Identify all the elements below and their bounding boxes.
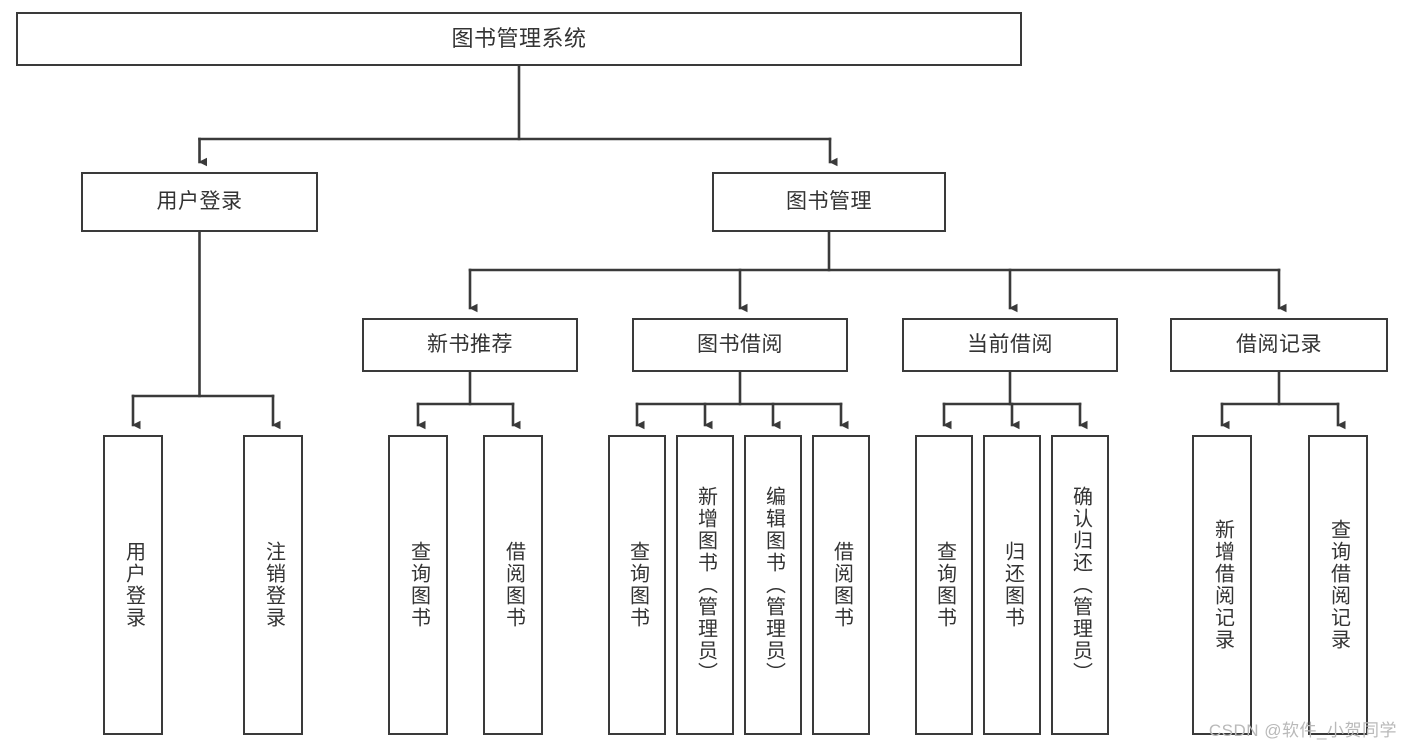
node-label: 查询图书 xyxy=(407,541,430,629)
node-label: 借阅图书 xyxy=(502,541,525,629)
node-label: 新增借阅记录 xyxy=(1211,519,1234,651)
leaf-confirm-return-admin[interactable]: 确认归还（管理员） xyxy=(1051,435,1109,735)
leaf-query-book-3[interactable]: 查询图书 xyxy=(915,435,973,735)
node-label: 借阅记录 xyxy=(1236,332,1322,356)
node-label: 查询借阅记录 xyxy=(1327,519,1350,651)
leaf-query-book-1[interactable]: 查询图书 xyxy=(388,435,448,735)
leaf-edit-book-admin[interactable]: 编辑图书（管理员） xyxy=(744,435,802,735)
node-label: 新增图书（管理员） xyxy=(694,486,717,684)
node-label: 借阅图书 xyxy=(830,541,853,629)
node-label: 编辑图书（管理员） xyxy=(762,486,785,684)
node-book-borrow[interactable]: 图书借阅 xyxy=(632,318,848,372)
node-label: 用户登录 xyxy=(122,541,145,629)
leaf-return-book[interactable]: 归还图书 xyxy=(983,435,1041,735)
node-label: 注销登录 xyxy=(262,541,285,629)
node-current-borrow[interactable]: 当前借阅 xyxy=(902,318,1118,372)
leaf-borrow-book-2[interactable]: 借阅图书 xyxy=(812,435,870,735)
node-label: 图书管理 xyxy=(786,189,872,213)
leaf-add-book-admin[interactable]: 新增图书（管理员） xyxy=(676,435,734,735)
node-book-manage[interactable]: 图书管理 xyxy=(712,172,946,232)
node-label: 用户登录 xyxy=(156,189,243,213)
node-label: 当前借阅 xyxy=(967,332,1053,356)
node-label: 新书推荐 xyxy=(427,332,513,356)
node-label: 归还图书 xyxy=(1001,541,1024,629)
node-label: 图书管理系统 xyxy=(451,26,587,52)
leaf-user-login[interactable]: 用户登录 xyxy=(103,435,163,735)
leaf-logout[interactable]: 注销登录 xyxy=(243,435,303,735)
node-user-login[interactable]: 用户登录 xyxy=(81,172,318,232)
leaf-query-borrow-record[interactable]: 查询借阅记录 xyxy=(1308,435,1368,735)
node-label: 查询图书 xyxy=(626,541,649,629)
leaf-query-book-2[interactable]: 查询图书 xyxy=(608,435,666,735)
node-label: 图书借阅 xyxy=(697,332,783,356)
node-new-book-recommend[interactable]: 新书推荐 xyxy=(362,318,578,372)
node-label: 查询图书 xyxy=(933,541,956,629)
leaf-add-borrow-record[interactable]: 新增借阅记录 xyxy=(1192,435,1252,735)
node-root-system[interactable]: 图书管理系统 xyxy=(16,12,1022,66)
node-borrow-record[interactable]: 借阅记录 xyxy=(1170,318,1388,372)
node-label: 确认归还（管理员） xyxy=(1069,486,1092,684)
leaf-borrow-book-1[interactable]: 借阅图书 xyxy=(483,435,543,735)
